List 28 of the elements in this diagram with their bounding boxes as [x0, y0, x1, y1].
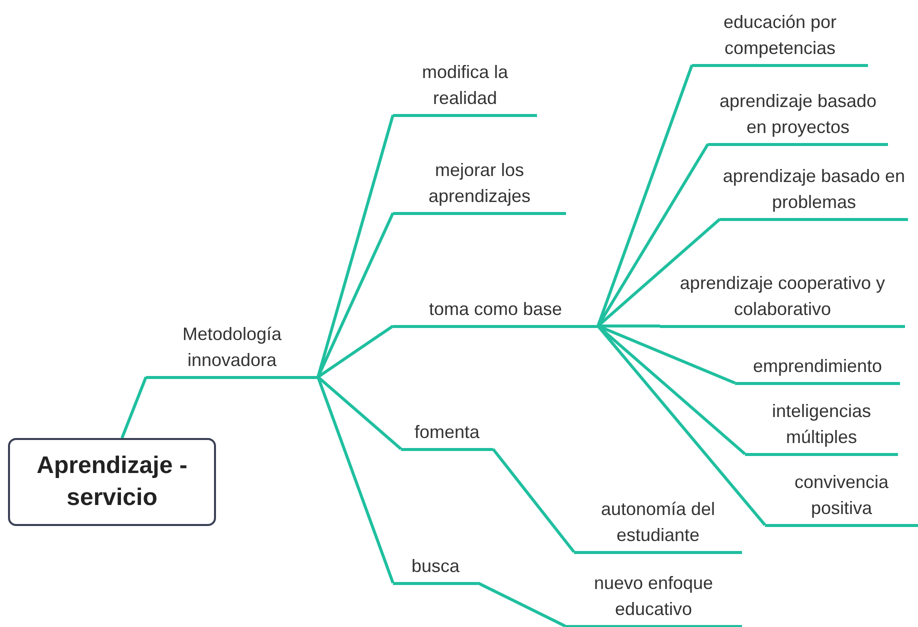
connector-line	[120, 376, 148, 439]
branch-label: educación por competencias	[692, 8, 868, 66]
connector-line	[316, 212, 394, 378]
branch-label: aprendizaje basado en proyectos	[708, 88, 888, 146]
branch-label: fomenta	[401, 418, 493, 450]
branch-label: aprendizaje cooperativo y colaborativo	[660, 270, 905, 328]
branch-label: Metodología innovadora	[146, 320, 318, 378]
branch-label: nuevo enfoque educativo	[565, 570, 742, 627]
connector-line	[596, 64, 694, 326]
branch-label: autonomía del estudiante	[574, 496, 742, 554]
connector-line	[317, 324, 394, 378]
branch-label: toma como base	[393, 296, 598, 328]
branch-label: aprendizaje basado en problemas	[720, 162, 908, 220]
branch-label: busca	[393, 552, 478, 584]
connector-line	[316, 114, 394, 378]
branch-label: modifica la realidad	[393, 58, 537, 116]
root-box: Aprendizaje - servicio	[8, 438, 216, 526]
branch-label: inteligencias múltiples	[745, 398, 898, 456]
connector-line	[477, 582, 566, 627]
connector-line	[596, 143, 710, 327]
connector-line	[492, 448, 576, 553]
branch-label: emprendimiento	[735, 352, 900, 384]
branch-label: mejorar los aprendizajes	[393, 156, 566, 214]
connector-line	[598, 324, 660, 328]
connector-line	[596, 325, 766, 526]
connector-line	[316, 376, 394, 584]
connector-line	[317, 376, 402, 450]
branch-label: convivencia positiva	[765, 468, 918, 526]
